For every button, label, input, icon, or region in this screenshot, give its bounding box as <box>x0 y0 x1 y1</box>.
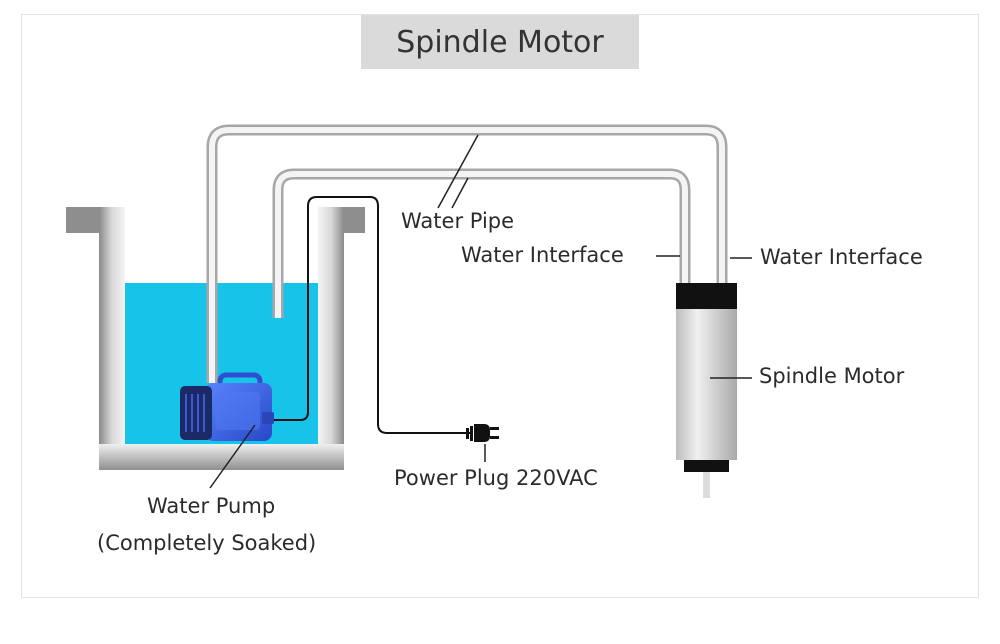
diagram-frame <box>21 14 979 598</box>
label-water-pump: Water Pump <box>147 494 276 518</box>
title-box: Spindle Motor <box>361 15 639 69</box>
label-power-plug: Power Plug 220VAC <box>394 466 598 490</box>
label-water-interface-left: Water Interface <box>461 243 624 267</box>
label-water-pump-note: (Completely Soaked) <box>97 531 317 555</box>
tank-right-wall <box>318 207 344 470</box>
power-cable <box>268 196 470 434</box>
leader-lines <box>209 134 752 489</box>
water-pump-icon <box>180 372 274 441</box>
water-pipe-inner-inner <box>275 171 688 318</box>
tank-left-wall <box>99 207 125 470</box>
label-water-interface-right: Water Interface <box>760 245 923 269</box>
label-water-pipe: Water Pipe <box>401 209 515 233</box>
leader-water-pipe-b <box>451 177 469 209</box>
diagram-title: Spindle Motor <box>396 24 604 60</box>
leader-water-pipe-a <box>437 134 479 209</box>
leader-water-pump <box>209 424 256 489</box>
water-pipe-outer-inner <box>209 127 725 383</box>
spindle-motor-icon <box>676 283 737 498</box>
label-spindle-motor: Spindle Motor <box>759 364 905 388</box>
power-plug-icon <box>466 424 499 442</box>
tank-bottom <box>99 444 344 470</box>
